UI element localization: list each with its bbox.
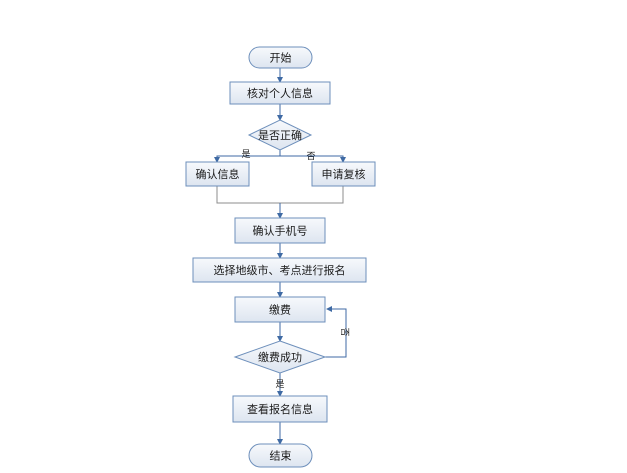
node-apply-review: 申请复核: [311, 161, 376, 187]
start-label: 开始: [270, 51, 292, 65]
node-is-correct: 是否正确: [247, 119, 313, 151]
verify-info-box: [229, 81, 331, 105]
confirm-info-box: [185, 161, 250, 187]
node-start: 开始: [248, 46, 313, 69]
pay-fee-box: [234, 296, 326, 323]
confirm-phone-label: 确认手机号: [253, 224, 308, 238]
is-correct-label: 是否正确: [258, 129, 302, 142]
is-correct-diamond: [247, 119, 313, 151]
node-confirm-phone: 确认手机号: [234, 217, 326, 244]
edge-label-no-loop: 否: [339, 327, 350, 336]
apply-review-box: [311, 161, 376, 187]
node-view-info: 查看报名信息: [232, 395, 328, 423]
node-pay-fee: 缴费: [234, 296, 326, 323]
arrow-no-to-apply-review: [280, 155, 346, 163]
arrow-yes-to-confirm-info: [214, 150, 281, 163]
view-info-label: 查看报名信息: [247, 402, 313, 416]
view-info-box: [232, 395, 328, 423]
edge-label-no-right: 否: [306, 151, 315, 162]
node-confirm-info: 确认信息: [185, 161, 250, 187]
confirm-phone-box: [234, 217, 326, 244]
node-end: 结束: [248, 443, 313, 468]
node-verify-info: 核对个人信息: [229, 81, 331, 105]
arrow-loop-no-to-pay-fee: [325, 306, 347, 358]
select-city-label: 选择地级市、考点进行报名: [214, 263, 346, 277]
select-city-box: [192, 257, 367, 283]
verify-info-label: 核对个人信息: [247, 86, 313, 100]
confirm-info-label: 确认信息: [196, 167, 240, 181]
connectors: [214, 68, 347, 445]
pay-success-diamond: [233, 340, 327, 374]
apply-review-label: 申请复核: [322, 167, 366, 181]
pay-success-label: 缴费成功: [258, 350, 302, 364]
node-select-city: 选择地级市、考点进行报名: [192, 257, 367, 283]
edge-label-yes-left: 是: [241, 149, 250, 160]
end-label: 结束: [270, 450, 292, 463]
node-pay-success: 缴费成功: [233, 340, 327, 374]
start-terminator-shape: [248, 46, 313, 69]
merge-line: [216, 186, 344, 204]
edge-label-yes-down: 是: [275, 379, 284, 390]
pay-fee-label: 缴费: [269, 303, 291, 317]
end-terminator-shape: [248, 443, 313, 468]
